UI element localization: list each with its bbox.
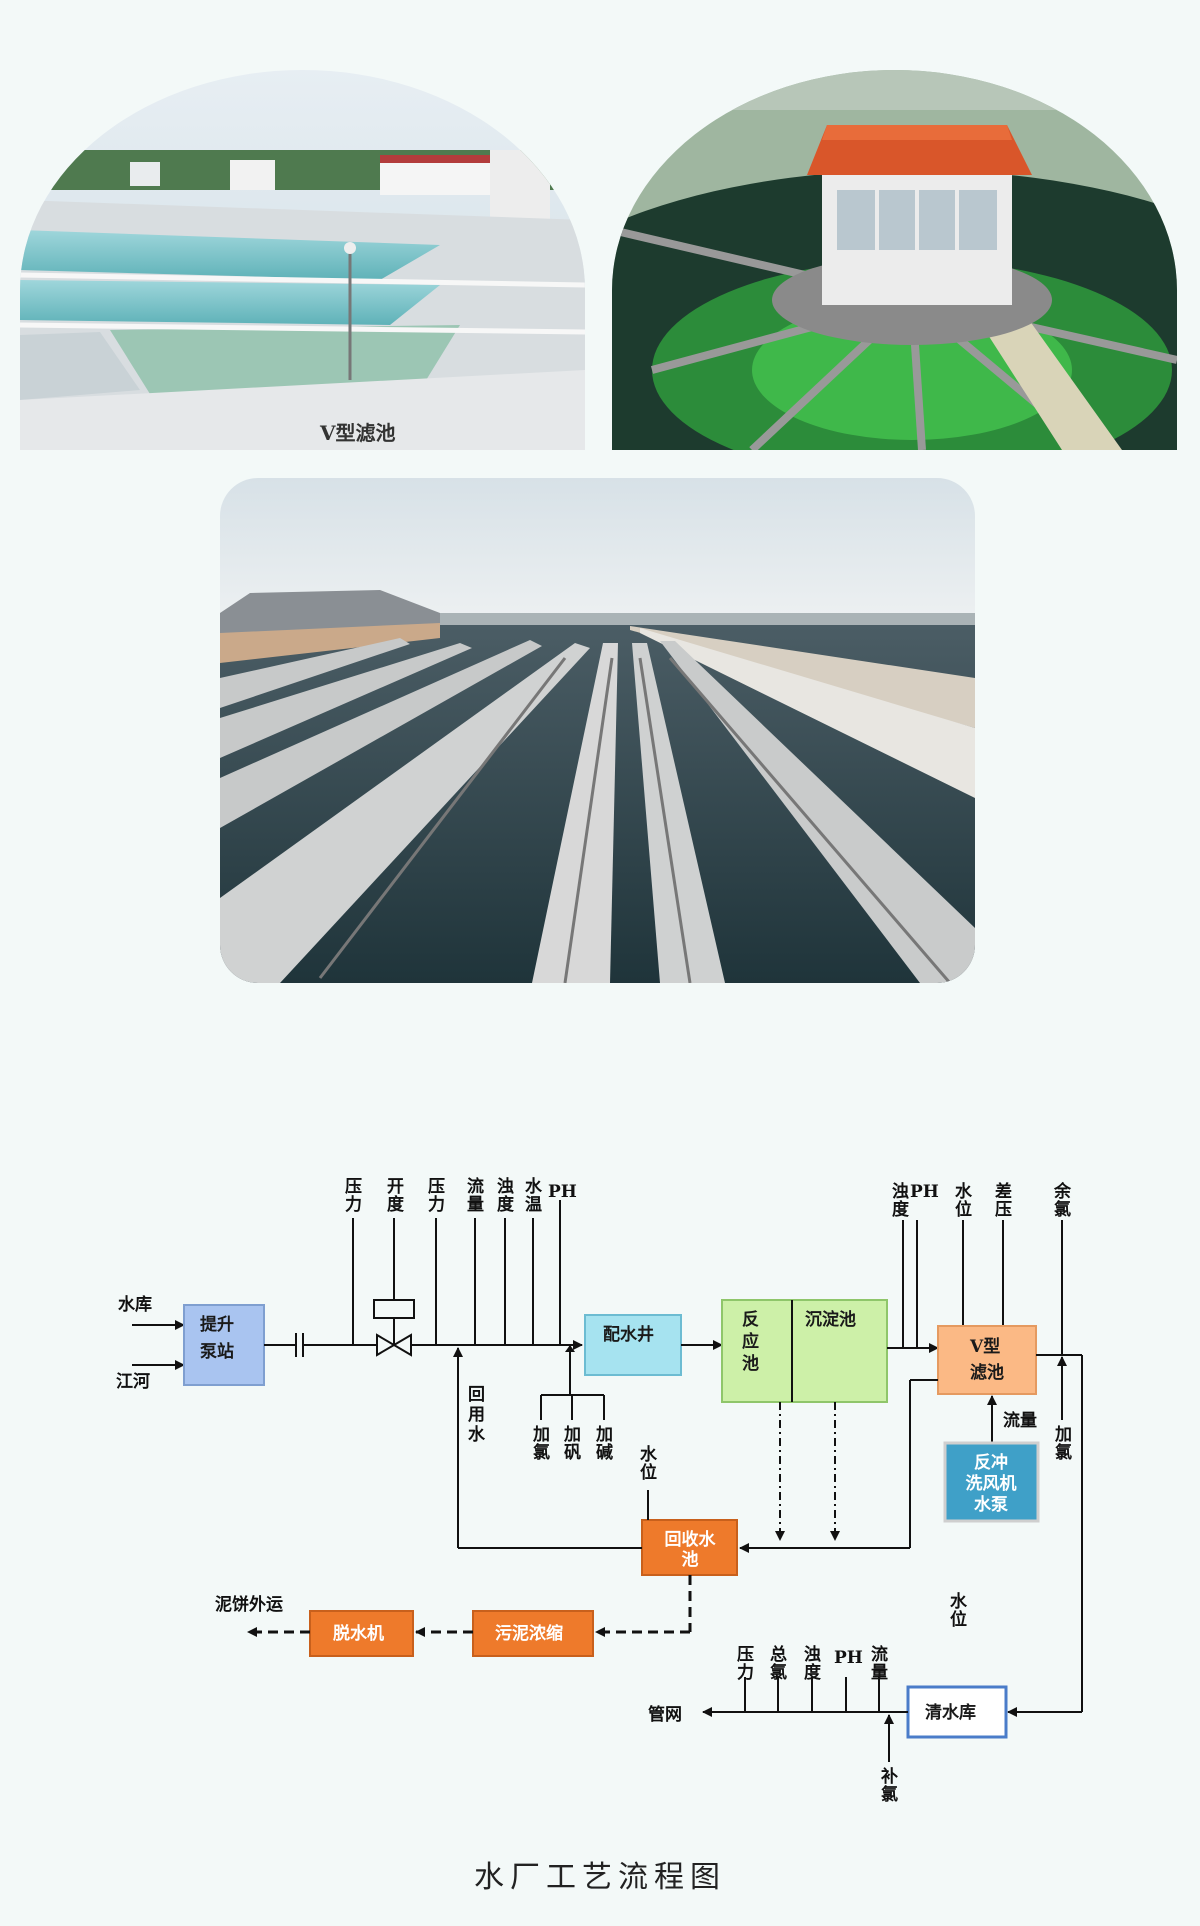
clearwell-level-label: 水位 [950,1591,968,1630]
box-reaction-label-text: 反应池 [742,1310,759,1374]
reuse-water-text: 回用水 [468,1385,486,1445]
top-sensor-label: 压力 [428,1177,445,1215]
dosing-arrow-icon [565,1345,575,1352]
vfilter-sensor-label: 浊度 [892,1181,910,1220]
top-sensor-label: 流量 [467,1176,484,1215]
supplement-chlorine-label: 补氯 [880,1766,898,1805]
box-sludge-thickening-label: 污泥浓缩 [495,1623,563,1644]
top-sensor-label: 水温 [525,1176,543,1215]
box-reaction-label: 反应池 [742,1310,759,1374]
recovery-label-line: 池 [682,1549,699,1570]
box-dewatering-label: 脱水机 [333,1623,384,1644]
outlet-sensor-label: 压力 [737,1645,754,1683]
outlet-ph-label: PH [834,1648,863,1668]
backwash-label-line: 洗风机 [966,1473,1017,1494]
box-v-filter [937,1325,1037,1395]
box-distribution-well-label: 配水井 [603,1324,654,1345]
network-label: 管网 [648,1704,682,1725]
vfilter-sensor-label: 差压 [995,1181,1012,1220]
box-clearwell-label: 清水库 [925,1702,976,1723]
box-clearwell [906,1685,1008,1739]
vfilter-sensor-label: 余氯 [1053,1181,1072,1220]
box-v-filter-label-2: 滤池 [970,1362,1004,1383]
box-settling-label: 沉淀池 [805,1309,856,1330]
sludge-out-label: 泥饼外运 [215,1594,283,1615]
dosing-label: 加矾 [563,1425,581,1463]
valve-actuator [373,1299,415,1319]
photo-v-filter-caption: V型滤池 [319,421,396,445]
box-backwash-fan-pump [943,1441,1040,1523]
outlet-sensor-label: 流量 [871,1644,888,1683]
supplement-chlorine-text: 补氯 [880,1766,898,1805]
filter-chlorine-label: 加氯 [1054,1425,1072,1463]
box-pump-station-label-1: 提升 [200,1315,234,1335]
backwash-label-line: 水泵 [974,1494,1008,1515]
input-reservoir-label: 水库 [118,1294,152,1315]
dosing-label: 加氯 [532,1425,550,1463]
box-v-filter-label-1: V型 [969,1336,1000,1357]
top-sensor-label: 压力 [345,1177,362,1215]
valve-icon-left [376,1333,396,1357]
top-sensor-label: 开度 [387,1177,405,1215]
filter-chlorine-text: 加氯 [1054,1425,1072,1463]
vfilter-ph-label: PH [910,1182,939,1202]
vfilter-sensor-label: 水位 [955,1181,973,1220]
box-reaction-settling [721,1299,888,1403]
recovery-level-label: 水位 [640,1444,658,1483]
input-river-label: 江河 [116,1372,150,1392]
recovery-label-line: 回收水 [665,1529,717,1550]
box-recovery-tank [641,1519,738,1576]
recovery-level-text: 水位 [640,1444,658,1483]
top-sensor-label: 浊度 [497,1176,515,1215]
box-pump-station [183,1304,265,1386]
outlet-sensor-label: 浊度 [804,1644,822,1683]
dosing-label: 加碱 [595,1425,613,1463]
valve-icon-right [392,1333,412,1357]
box-pump-station-label-2: 泵站 [200,1341,234,1362]
sensor-ph-label: PH [548,1182,577,1202]
outlet-sensor-label: 总氯 [770,1644,787,1683]
photo-clarifier [612,70,1177,450]
backwash-label-line: 反冲 [974,1452,1008,1473]
reuse-water-label: 回用水 [468,1385,486,1445]
photo-v-filter: V型滤池 [20,70,585,450]
clearwell-level-text: 水位 [950,1591,968,1630]
filter-flow-label: 流量 [1003,1410,1037,1431]
box-distribution-well [584,1314,682,1376]
box-dewatering [309,1610,414,1657]
photo-sedimentation [220,478,975,983]
diagram-caption: 水厂工艺流程图 [474,1860,726,1895]
